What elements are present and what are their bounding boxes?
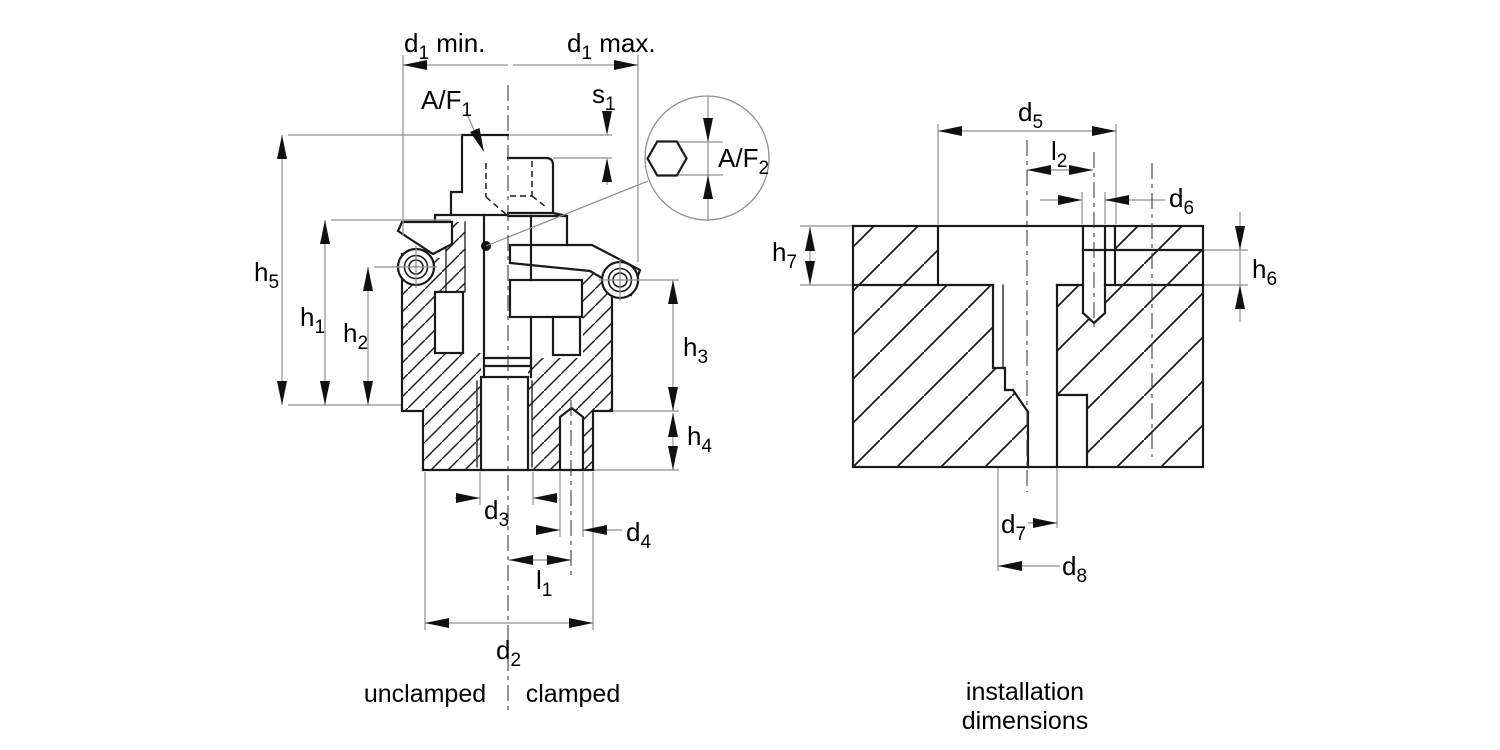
dim-h5-label: h5 <box>254 257 279 293</box>
right-pocket <box>551 315 582 357</box>
dim-h4-label: h4 <box>687 421 712 457</box>
left-view-arrowheads <box>277 60 678 628</box>
caption-unclamped: unclamped <box>364 680 486 708</box>
dim-h2-label: h2 <box>343 318 368 354</box>
dim-d8-label: d8 <box>1062 551 1087 587</box>
dim-l2-label: l2 <box>1051 136 1067 172</box>
dim-d1-min-label: d1 min. <box>404 28 485 64</box>
left-view-section: d1 min. d1 max. s1 A/F1 A/F2 h5 h1 h2 h3… <box>254 28 770 715</box>
dim-d3-label: d3 <box>484 495 509 531</box>
caption-clamped: clamped <box>526 680 621 708</box>
dim-d5-label: d5 <box>1018 97 1043 133</box>
right-view-extension-lines <box>800 124 1248 571</box>
left-view-extension-lines <box>288 55 679 630</box>
dim-l1-label: l1 <box>536 565 552 601</box>
dim-h1-label: h1 <box>300 302 325 338</box>
right-view-arrowheads <box>805 126 1245 571</box>
dim-h3-label: h3 <box>683 332 708 368</box>
right-view-section: d5 l2 d6 h7 h6 d7 d8 installation dimens… <box>772 97 1277 735</box>
left-view-dimension-lines <box>281 64 674 624</box>
dim-h7-label: h7 <box>772 237 797 273</box>
caption-installation-line1: installation <box>966 678 1084 706</box>
hex-socket-icon <box>646 140 688 177</box>
dim-d4-label: d4 <box>626 517 651 553</box>
dim-d1-max-label: d1 max. <box>567 28 656 64</box>
dim-d6-label: d6 <box>1169 183 1194 219</box>
dim-h6-label: h6 <box>1252 254 1277 290</box>
right-view-dimension-labels: d5 l2 d6 h7 h6 d7 d8 <box>772 97 1277 587</box>
left-pocket <box>433 290 465 355</box>
right-roller <box>599 259 641 301</box>
dim-af1-label: A/F1 <box>421 85 472 121</box>
dim-d7-label: d7 <box>1001 509 1026 545</box>
left-view-dimension-labels: d1 min. d1 max. s1 A/F1 A/F2 h5 h1 h2 h3… <box>254 28 769 671</box>
right-view-hatching <box>853 226 1203 467</box>
detail-circle <box>481 95 770 251</box>
dim-s1-label: s1 <box>592 79 616 115</box>
left-clamp-arm <box>396 220 454 256</box>
piston-block <box>508 278 584 319</box>
dim-af2-label: A/F2 <box>718 143 769 179</box>
dim-d2-label: d2 <box>496 635 521 671</box>
detail-circle-outline <box>644 95 770 221</box>
left-roller <box>395 246 437 288</box>
caption-installation-line2: dimensions <box>962 707 1088 735</box>
